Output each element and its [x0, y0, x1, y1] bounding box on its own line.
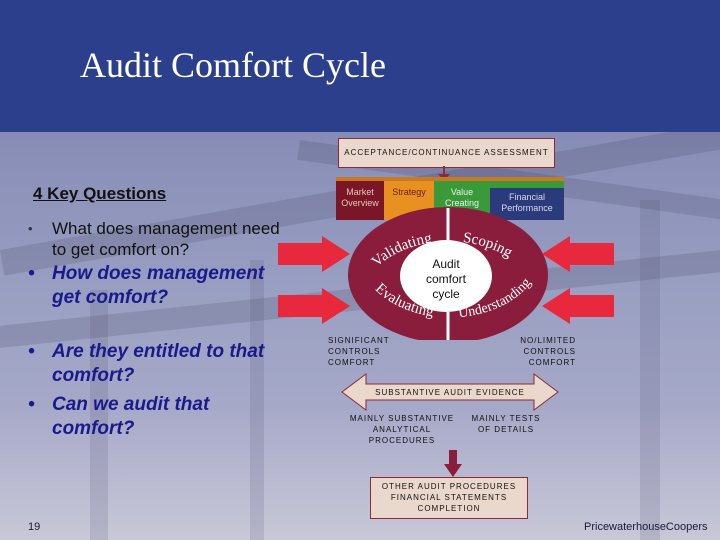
red-arrow-icon: [542, 288, 614, 324]
question-text: Are they entitled to that comfort?: [52, 341, 265, 386]
label-line: COMPLETION: [417, 504, 481, 513]
question-item: • Are they entitled to that comfort?: [28, 340, 288, 388]
questions-heading: 4 Key Questions: [33, 184, 167, 203]
substantive-evidence-label: SUBSTANTIVE AUDIT EVIDENCE: [375, 388, 525, 397]
label-line: PROCEDURES: [368, 436, 436, 445]
bullet: •: [28, 221, 33, 236]
label-line: MAINLY SUBSTANTIVE: [349, 414, 455, 423]
limited-controls-label: NO/LIMITED CONTROLS COMFORT: [510, 335, 576, 368]
background-pillar: [640, 200, 660, 540]
comfort-cycle: Validating Scoping Evaluating Understand…: [348, 207, 548, 340]
red-arrow-icon: [542, 236, 614, 272]
label-line: CONTROLS: [523, 347, 576, 356]
significant-controls-label: SIGNIFICANT CONTROLS COMFORT: [328, 335, 390, 368]
label-line: OF DETAILS: [477, 425, 535, 434]
question-item: • How does management get comfort?: [28, 262, 288, 310]
label-line: SIGNIFICANT: [328, 336, 390, 345]
double-arrow-icon: [341, 373, 559, 411]
segment-bar-green-band: [490, 181, 564, 188]
bullet: •: [28, 263, 35, 284]
label-line: COMFORT: [528, 358, 576, 367]
bullet: •: [28, 341, 35, 362]
cycle-center-line: cycle: [432, 287, 460, 301]
cycle-center-line: Audit: [432, 257, 460, 271]
question-item: • Can we audit that comfort?: [28, 393, 288, 441]
label-line: NO/LIMITED: [520, 336, 576, 345]
down-arrow-icon: [444, 450, 462, 477]
label-line: FINANCIAL STATEMENTS: [390, 493, 508, 502]
acceptance-box: ACCEPTANCE/CONTINUANCE ASSESSMENT: [338, 138, 555, 168]
title-bar: Audit Comfort Cycle: [0, 0, 720, 132]
background-pillar: [250, 260, 264, 540]
label-line: COMFORT: [328, 358, 376, 367]
page-number: 19: [28, 521, 41, 533]
segment-market-overview: Market Overview: [336, 181, 384, 220]
label-line: CONTROLS: [328, 347, 381, 356]
background-pillar: [90, 290, 108, 540]
segment-financial-performance: Financial Performance: [490, 188, 564, 220]
red-arrow-icon: [278, 288, 350, 324]
red-arrow-icon: [278, 236, 350, 272]
key-questions: 4 Key Questions • What does management n…: [28, 184, 288, 439]
label-line: MAINLY TESTS: [471, 414, 541, 423]
question-item: • What does management need to get comfo…: [28, 218, 288, 260]
question-text: Can we audit that comfort?: [52, 394, 210, 439]
mainly-substantive-label: MAINLY SUBSTANTIVE ANALYTICAL PROCEDURES: [346, 413, 458, 446]
question-text: How does management get comfort?: [52, 263, 265, 308]
mainly-tests-label: MAINLY TESTS OF DETAILS: [466, 413, 546, 435]
other-procedures-box: OTHER AUDIT PROCEDURES FINANCIAL STATEME…: [370, 477, 528, 519]
segment-bar-outline: [336, 177, 564, 181]
cycle-center-line: comfort: [426, 272, 467, 286]
brand-name: PricewaterhouseCoopers: [584, 521, 708, 533]
bullet: •: [28, 394, 35, 415]
slide-title: Audit Comfort Cycle: [80, 45, 386, 85]
label-line: OTHER AUDIT PROCEDURES: [381, 482, 517, 491]
label-line: ANALYTICAL: [372, 425, 432, 434]
question-text: What does management need to get comfort…: [52, 219, 280, 259]
